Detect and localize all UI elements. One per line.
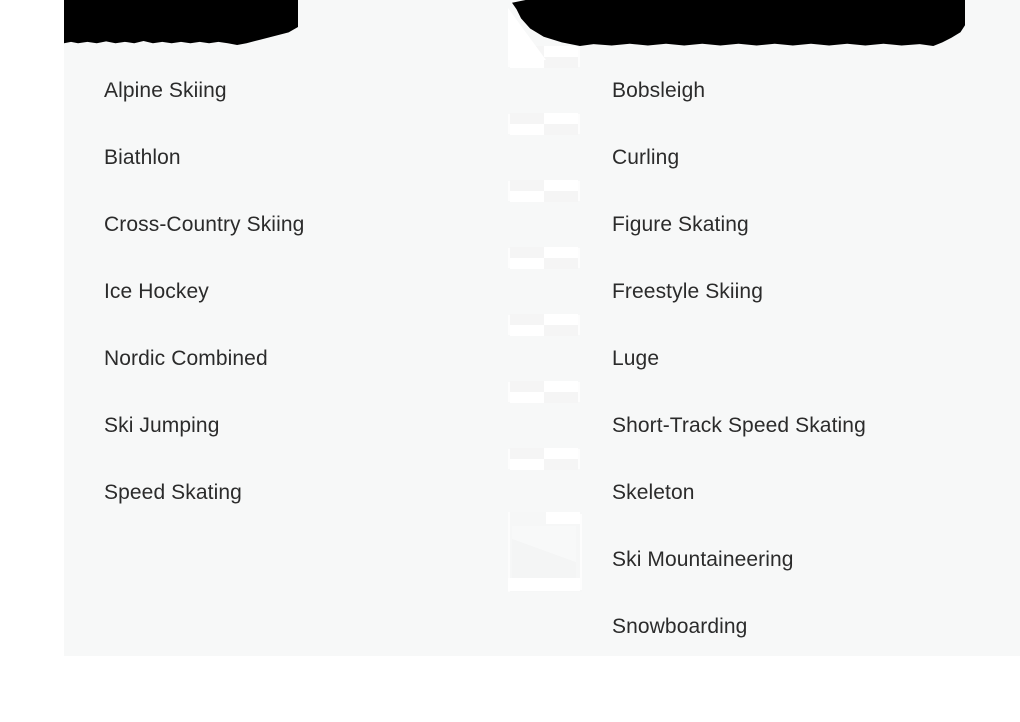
redaction-bar-right-header [512, 0, 965, 46]
list-item[interactable]: Biathlon [104, 146, 181, 169]
middle-mark [508, 113, 580, 135]
middle-mark [508, 381, 580, 403]
list-item[interactable]: Nordic Combined [104, 347, 268, 370]
list-item[interactable]: Ski Jumping [104, 414, 220, 437]
list-item[interactable]: Figure Skating [612, 213, 749, 236]
list-item[interactable]: Luge [612, 347, 660, 370]
list-item[interactable]: Snowboarding [612, 615, 748, 638]
list-item[interactable]: Skeleton [612, 481, 695, 504]
middle-mark [508, 180, 580, 202]
list-item[interactable]: Curling [612, 146, 680, 169]
middle-mark-tall [508, 512, 582, 592]
list-item[interactable]: Speed Skating [104, 481, 242, 504]
list-item[interactable]: Freestyle Skiing [612, 280, 763, 303]
middle-mark [508, 247, 580, 269]
list-item[interactable]: Alpine Skiing [104, 79, 227, 102]
list-item[interactable]: Cross-Country Skiing [104, 213, 305, 236]
list-item[interactable]: Ski Mountaineering [612, 548, 794, 571]
redaction-bar-left-header [64, 0, 298, 45]
list-item[interactable]: Ice Hockey [104, 280, 209, 303]
panel-gap [495, 0, 510, 46]
middle-mark [508, 314, 580, 336]
middle-mark [508, 448, 580, 470]
list-item[interactable]: Short-Track Speed Skating [612, 414, 866, 437]
list-item[interactable]: Bobsleigh [612, 79, 706, 102]
